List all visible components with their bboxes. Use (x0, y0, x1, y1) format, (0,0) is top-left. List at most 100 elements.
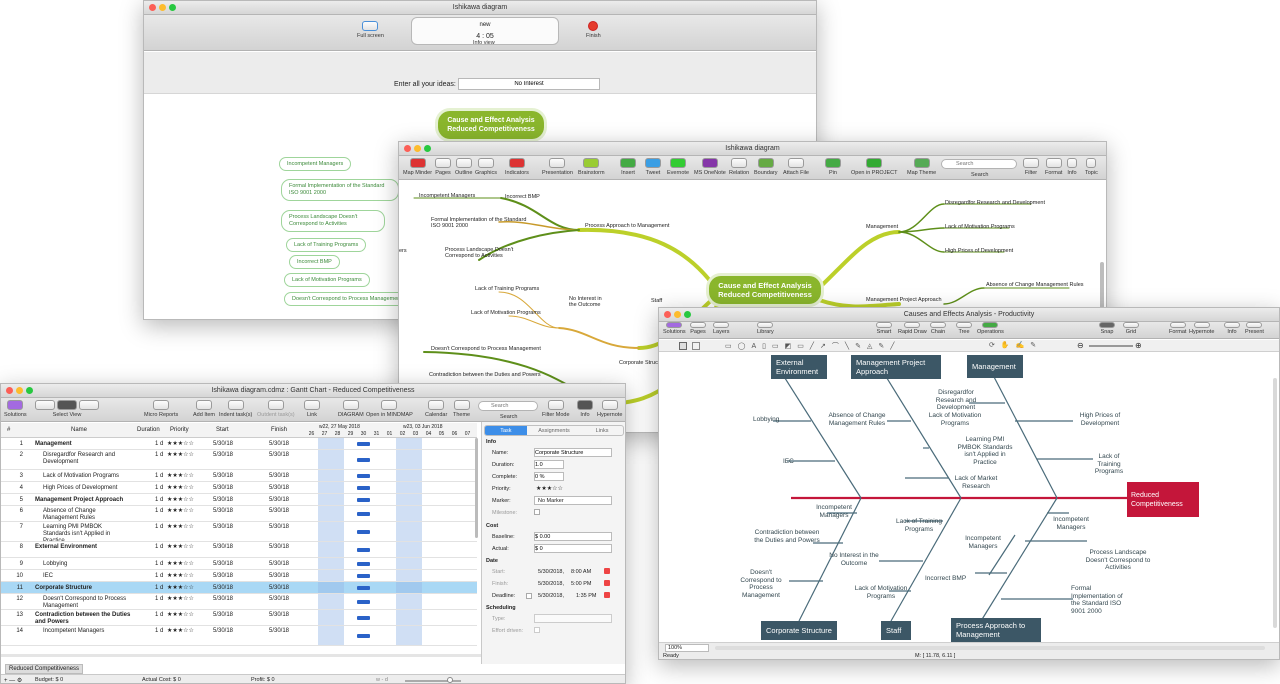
topic-label[interactable]: Management (866, 224, 899, 230)
milestone-checkbox[interactable] (534, 509, 540, 515)
idea-node[interactable]: Incompetent Managers (279, 157, 352, 171)
indent-button[interactable]: Indent task(s) (219, 400, 252, 418)
topic-label[interactable]: Management Project Approach (866, 297, 942, 303)
minimize-button[interactable] (16, 387, 23, 394)
deadline-date[interactable]: 5/30/2018, (538, 593, 564, 599)
cause-label[interactable]: Incorrect BMP (925, 575, 967, 582)
zoom-slider[interactable] (1089, 345, 1133, 347)
link-button[interactable]: Link (304, 400, 320, 418)
evernote-button[interactable]: Evernote (667, 158, 689, 176)
central-topic[interactable]: Cause and Effect Analysis Reduced Compet… (709, 276, 821, 304)
finish-time[interactable]: 5:00 PM (571, 581, 592, 587)
effort-checkbox[interactable] (534, 627, 540, 633)
present-button[interactable]: Present (1245, 322, 1264, 335)
filter-mode-button[interactable]: Filter Mode (542, 400, 570, 418)
task-bar[interactable] (357, 562, 370, 566)
pin-button[interactable]: Pin (825, 158, 841, 176)
solutions-button[interactable]: Solutions (663, 322, 686, 335)
idea-node[interactable]: Lack of Training Programs (286, 238, 367, 252)
idea-node[interactable]: Doesn't Correspond to Process Management (284, 292, 410, 306)
start-time[interactable]: 8:00 AM (571, 569, 592, 575)
outdent-button[interactable]: Outdent task(s) (257, 400, 295, 418)
tab-assignments[interactable]: Assignments (538, 428, 570, 434)
task-bar[interactable] (357, 616, 370, 620)
baseline-field[interactable] (534, 532, 612, 541)
outline-button[interactable]: Outline (455, 158, 472, 176)
cause-label[interactable]: Incompetent Managers (965, 535, 1001, 550)
task-bar[interactable] (357, 458, 370, 462)
graphics-button[interactable]: Graphics (475, 158, 497, 176)
indicators-button[interactable]: Indicators (505, 158, 529, 176)
grid-scrollbar[interactable] (475, 438, 478, 538)
zoom-button[interactable] (169, 4, 176, 11)
task-bar[interactable] (357, 548, 370, 552)
topic-label[interactable]: Lack of Training Programs (475, 286, 540, 292)
task-bar[interactable] (357, 442, 370, 446)
map-minder-button[interactable]: Map Minder (403, 158, 432, 176)
category-box[interactable]: Process Approach to Management (951, 618, 1041, 642)
drawing-tool-icons[interactable]: ▭◯A▯▭◩▭╱↗⌒╲✎◬✎╱ (725, 343, 901, 350)
category-box[interactable]: Management Project Approach (851, 355, 941, 379)
tree-button[interactable]: Tree (956, 322, 972, 335)
marker-select[interactable]: No Marker (534, 496, 612, 505)
cause-label[interactable]: Incompetent Managers (816, 504, 852, 519)
smart-button[interactable]: Smart (876, 322, 892, 335)
horizontal-scrollbar[interactable] (715, 646, 1265, 650)
topic-label[interactable]: Process Landscape Doesn't Correspond to … (445, 247, 514, 259)
finish-date[interactable]: 5/30/2018, (538, 581, 564, 587)
task-bar[interactable] (357, 512, 370, 516)
calendar-button[interactable]: Calendar (425, 400, 447, 418)
complete-field[interactable] (534, 472, 564, 481)
info-button[interactable]: Info (1067, 158, 1077, 176)
cause-label[interactable]: Absence of Change Management Rules (828, 412, 886, 427)
idea-node[interactable]: Process Landscape Doesn't Correspond to … (281, 210, 385, 232)
topic-label[interactable]: Incompetent Managers (419, 193, 476, 199)
diagram-button[interactable]: DIAGRAM (338, 400, 364, 418)
operations-button[interactable]: Operations (977, 322, 1004, 335)
cause-label[interactable]: Lack of Market Research (954, 475, 998, 490)
calendar-icon[interactable] (604, 592, 610, 598)
minimize-button[interactable] (414, 145, 421, 152)
root-node[interactable]: Cause and Effect Analysis Reduced Compet… (438, 111, 544, 139)
topic-label[interactable]: Disregardfor Research and Development (945, 200, 1045, 206)
format-button[interactable]: Format (1169, 322, 1186, 335)
cause-label[interactable]: Disregardfor Research and Development (935, 389, 977, 411)
minimize-button[interactable] (159, 4, 166, 11)
library-button[interactable]: Library (757, 322, 774, 335)
pages-button[interactable]: Pages (435, 158, 451, 176)
pointer-tool-icon[interactable] (679, 342, 687, 350)
cause-label[interactable]: High Prices of Development (1079, 412, 1121, 427)
topic-label[interactable]: Process Approach to Management (585, 223, 670, 229)
theme-button[interactable]: Theme (453, 400, 470, 418)
topic-label[interactable]: Lack of Motivation Programs (945, 224, 1015, 230)
map-theme-button[interactable]: Map Theme (907, 158, 936, 176)
topic-label[interactable]: Doesn't Correspond to Process Management (431, 346, 541, 352)
category-box[interactable]: Management (967, 355, 1023, 378)
info-button[interactable]: Info (1224, 322, 1240, 335)
zoom-in-icon[interactable]: ⊕ (1135, 341, 1142, 350)
vertical-scrollbar[interactable] (1100, 262, 1104, 312)
zoom-select[interactable]: 100% (665, 644, 709, 652)
close-button[interactable] (149, 4, 156, 11)
snap-button[interactable]: Snap (1099, 322, 1115, 335)
insert-button[interactable]: Insert (620, 158, 636, 176)
pages-button[interactable]: Pages (690, 322, 706, 335)
chain-button[interactable]: Chain (930, 322, 946, 335)
topic-button[interactable]: Topic (1085, 158, 1098, 176)
cause-label[interactable]: Formal Implementation of the Standard IS… (1071, 585, 1123, 615)
column-header[interactable]: Start (216, 427, 229, 433)
grid-button[interactable]: Grid (1123, 322, 1139, 335)
layers-button[interactable]: Layers (713, 322, 730, 335)
close-button[interactable] (404, 145, 411, 152)
relation-button[interactable]: Relation (729, 158, 749, 176)
hypernote-button[interactable]: Hypernote (1189, 322, 1214, 335)
search-input[interactable] (478, 401, 538, 411)
topic-label[interactable]: Incorrect BMP (505, 194, 540, 200)
zoom-slider-knob[interactable] (447, 677, 453, 683)
